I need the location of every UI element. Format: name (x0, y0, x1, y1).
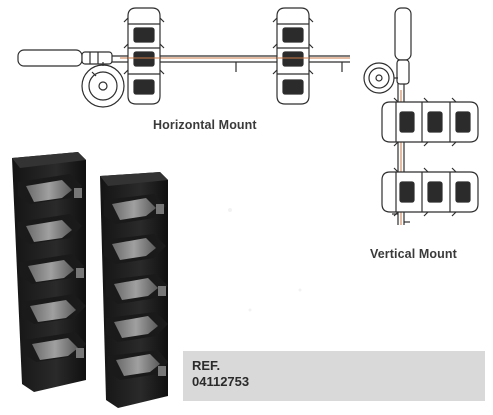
vertical-mount-caption: Vertical Mount (370, 247, 457, 261)
product-holder-right (100, 172, 168, 408)
background-texture (228, 208, 302, 312)
reference-number: 04112753 (192, 374, 250, 389)
vertical-mount-diagram (363, 7, 479, 225)
rod-holder-vertical-2 (381, 167, 479, 217)
horizontal-mount-caption: Horizontal Mount (153, 118, 257, 132)
product-holder-left (12, 152, 86, 392)
horizontal-mount-diagram (17, 7, 350, 108)
rod-holder-horizontal-2 (272, 7, 314, 105)
rod-holder-horizontal-1 (123, 7, 165, 105)
reference-box: REF. 04112753 (183, 351, 485, 401)
rod-holder-vertical-1 (381, 97, 479, 147)
reference-label: REF. (192, 358, 221, 373)
